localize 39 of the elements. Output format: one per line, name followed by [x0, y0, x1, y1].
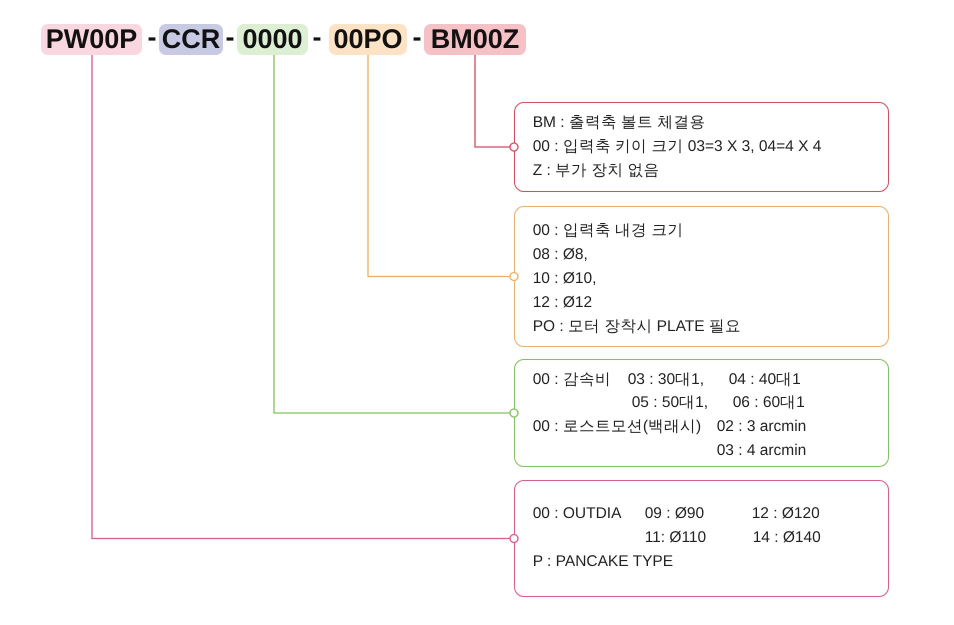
- description-text: PO : 모터 장착시 PLATE 필요: [532, 316, 741, 337]
- description-text: 03 : 4 arcmin: [716, 440, 806, 461]
- description-text: 00 : 감속비: [532, 370, 611, 390]
- description-text: 04 : 40대1: [728, 370, 801, 390]
- description-text: 03 : 30대1,: [628, 370, 704, 390]
- description-box: [514, 102, 889, 192]
- description-text: 08 : Ø8,: [532, 244, 588, 265]
- description-text: 00 : 로스트모션(백래시): [532, 416, 702, 437]
- code-segment: 00PO: [329, 24, 407, 55]
- description-text: 05 : 50대1,: [632, 392, 708, 413]
- code-segment: BM00Z: [424, 24, 526, 55]
- description-text: P : PANCAKE TYPE: [532, 552, 674, 572]
- code-segment: PW00P: [41, 24, 142, 55]
- description-text: 09 : Ø90: [644, 504, 704, 524]
- leader-line: [91, 55, 519, 544]
- description-box: [514, 359, 889, 467]
- code-segment: 0000: [237, 24, 308, 55]
- hyphen-separator: -: [312, 22, 322, 53]
- description-text: 00 : 입력축 내경 크기: [532, 220, 684, 241]
- description-text: 12 : Ø120: [752, 504, 820, 524]
- description-text: BM : 출력축 볼트 체결용: [532, 112, 706, 133]
- leader-line: [474, 55, 519, 152]
- description-box: [514, 480, 889, 597]
- hyphen-separator: -: [224, 22, 236, 53]
- description-text: 14 : Ø140: [752, 528, 821, 548]
- description-text: 00 : OUTDIA: [532, 504, 622, 524]
- hyphen-separator: -: [412, 22, 422, 53]
- description-box: [514, 206, 889, 347]
- description-text: 06 : 60대1: [732, 392, 805, 413]
- hyphen-separator: -: [146, 22, 158, 53]
- description-text: Z : 부가 장치 없음: [532, 160, 660, 181]
- description-text: 11: Ø110: [644, 528, 706, 548]
- description-text: 00 : 입력축 키이 크기 03=3 X 3, 04=4 X 4: [532, 136, 822, 157]
- description-text: 12 : Ø12: [532, 292, 592, 313]
- leader-line: [367, 55, 519, 282]
- description-text: 02 : 3 arcmin: [716, 416, 806, 437]
- code-segment: CCR: [159, 24, 223, 55]
- leader-line: [273, 55, 519, 418]
- description-text: 10 : Ø10,: [532, 268, 596, 289]
